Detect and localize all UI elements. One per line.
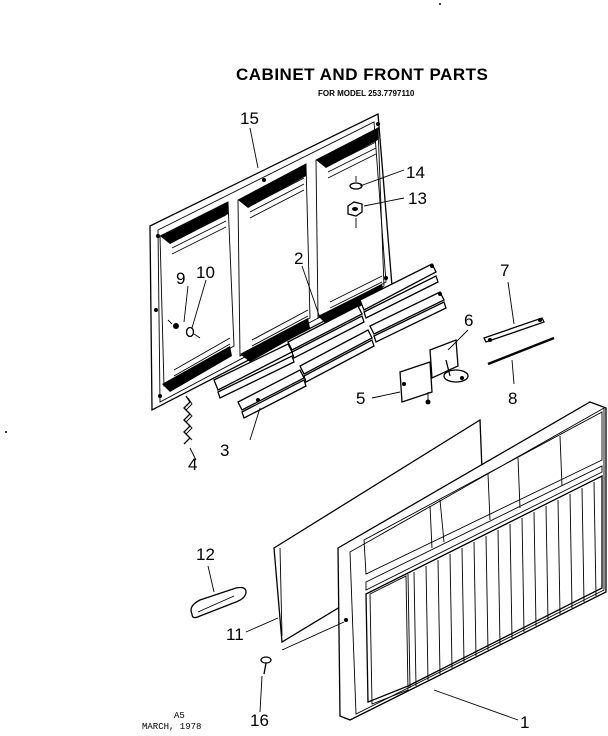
part-bracket-5 xyxy=(399,361,433,405)
callout-16: 16 xyxy=(250,711,269,730)
callout-labels: 15 14 13 2 9 10 7 6 5 8 3 4 12 11 16 1 xyxy=(176,109,529,732)
callout-3: 3 xyxy=(220,441,229,460)
part-front-cabinet xyxy=(337,401,607,721)
callout-2: 2 xyxy=(294,249,303,268)
callout-5: 5 xyxy=(356,389,365,408)
callout-12: 12 xyxy=(196,545,215,564)
footer-date: MARCH, 1978 xyxy=(142,722,201,732)
part-rear-grille-panel xyxy=(149,112,393,412)
part-screw-9 xyxy=(167,319,179,329)
part-seal-ring xyxy=(190,586,247,619)
callout-6: 6 xyxy=(464,311,473,330)
callout-1: 1 xyxy=(520,713,529,732)
part-screw-16 xyxy=(260,656,272,675)
callout-4: 4 xyxy=(188,455,197,474)
part-bracket-6 xyxy=(429,339,469,383)
part-rod-8 xyxy=(487,336,555,366)
leader-lines xyxy=(183,127,519,721)
part-nut-13 xyxy=(347,201,363,228)
callout-14: 14 xyxy=(406,163,425,182)
footer-code: A5 xyxy=(174,711,185,721)
part-washer-14 xyxy=(349,176,363,190)
scan-mark xyxy=(5,431,7,433)
callout-9: 9 xyxy=(176,269,185,288)
callout-11: 11 xyxy=(226,625,244,644)
part-side-strip-7 xyxy=(483,317,545,343)
callout-10: 10 xyxy=(196,263,215,282)
callout-7: 7 xyxy=(500,261,509,280)
diagram-title: CABINET AND FRONT PARTS xyxy=(236,65,488,84)
model-number: FOR MODEL 253.7797110 xyxy=(318,89,415,98)
callout-8: 8 xyxy=(508,389,517,408)
part-slide-rail-upper xyxy=(213,263,439,399)
callout-15: 15 xyxy=(240,109,259,128)
scan-mark xyxy=(439,3,441,5)
part-gasket-strip xyxy=(183,395,193,445)
part-slide-rail-lower xyxy=(237,291,447,419)
callout-13: 13 xyxy=(408,189,427,208)
part-washer-10 xyxy=(185,326,201,339)
